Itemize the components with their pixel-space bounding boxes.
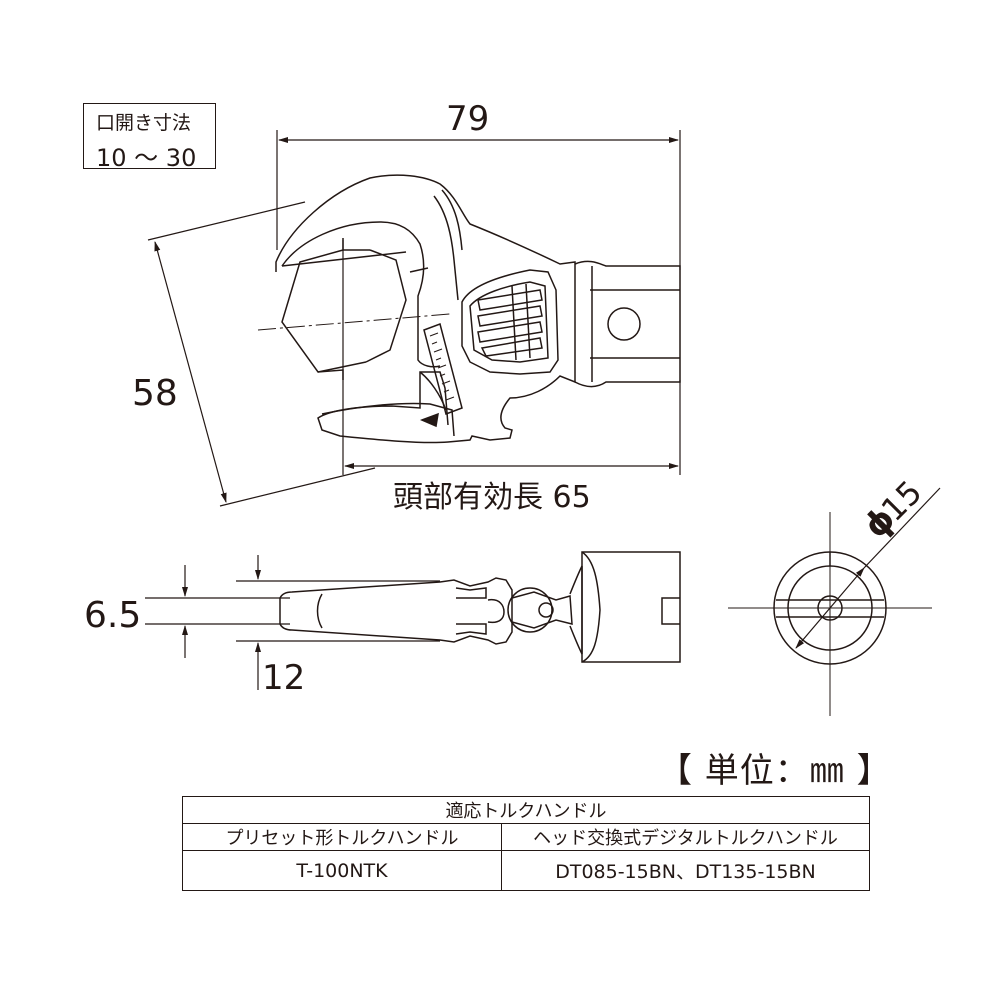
compatible-handle-table: 適応トルクハンドル プリセット形トルクハンドル ヘッド交換式デジタルトルクハンド… — [182, 796, 870, 891]
table-header-row: 適応トルクハンドル — [182, 796, 870, 824]
cell-preset-model: T-100NTK — [182, 850, 502, 891]
neck-ridge — [433, 195, 459, 301]
jaw-face-line-2 — [409, 267, 429, 273]
table-header: 適応トルクハンドル — [182, 796, 870, 824]
worm-housing — [461, 269, 559, 375]
top-view — [147, 130, 681, 507]
dim-15-leader — [863, 487, 941, 569]
dim-15-label-group: ϕ 15 — [856, 473, 929, 546]
scale-ticks — [429, 332, 455, 401]
side-body-slot — [455, 587, 487, 635]
side-knob — [507, 587, 553, 633]
drive-hole — [607, 307, 641, 341]
neck-ridge-2 — [441, 189, 463, 251]
dim-58-label: 58 — [132, 373, 178, 414]
column-preset-handle: プリセット形トルクハンドル — [182, 823, 502, 851]
dim-6p5-label: 6.5 — [84, 595, 141, 636]
movable-jaw — [321, 402, 455, 437]
side-jaw-curve — [316, 593, 323, 629]
dim-79-label: 79 — [446, 99, 489, 139]
side-jaw-profile — [279, 577, 513, 645]
scale-pointer — [419, 412, 439, 428]
cell-digital-models: DT085-15BN、DT135-15BN — [501, 850, 870, 891]
side-knob-arm — [511, 591, 573, 629]
jaw-face-line — [281, 251, 407, 267]
dim-58-line — [154, 241, 227, 503]
end-view — [728, 487, 941, 716]
dim-65-label: 頭部有効長 65 — [393, 480, 591, 515]
upper-jaw-inner — [281, 221, 441, 368]
square-drive-outline — [574, 260, 681, 388]
opening-size-title: 口開き寸法 — [96, 112, 192, 134]
scale-outline — [423, 323, 463, 415]
side-view — [145, 551, 681, 690]
worm-gear-threads — [477, 283, 543, 361]
dim-15-line — [795, 567, 865, 649]
side-drive-neck — [569, 565, 583, 655]
opening-size-box: 口開き寸法 10 ～ 30 — [83, 103, 216, 172]
dim-58-ext-bottom — [219, 467, 376, 507]
table-row: T-100NTK DT085-15BN、DT135-15BN — [182, 850, 870, 891]
side-body-groove — [487, 598, 505, 624]
wrench-body-outline — [275, 174, 576, 444]
hex-nut-edge-2 — [317, 361, 367, 373]
dim-58-ext-top — [147, 201, 306, 241]
table-column-row: プリセット形トルクハンドル ヘッド交換式デジタルトルクハンドル — [182, 823, 870, 851]
side-knob-center — [538, 602, 554, 618]
side-drive-block — [581, 551, 681, 663]
worm-housing-inner — [469, 281, 549, 363]
unit-label: 【 単位：㎜ 】 — [658, 751, 892, 791]
dim-12-label: 12 — [262, 658, 305, 698]
opening-size-range: 10 ～ 30 — [96, 144, 197, 172]
column-digital-handle: ヘッド交換式デジタルトルクハンドル — [501, 823, 870, 851]
side-drive-chamfer — [581, 551, 601, 663]
side-drive-slot — [661, 597, 680, 625]
